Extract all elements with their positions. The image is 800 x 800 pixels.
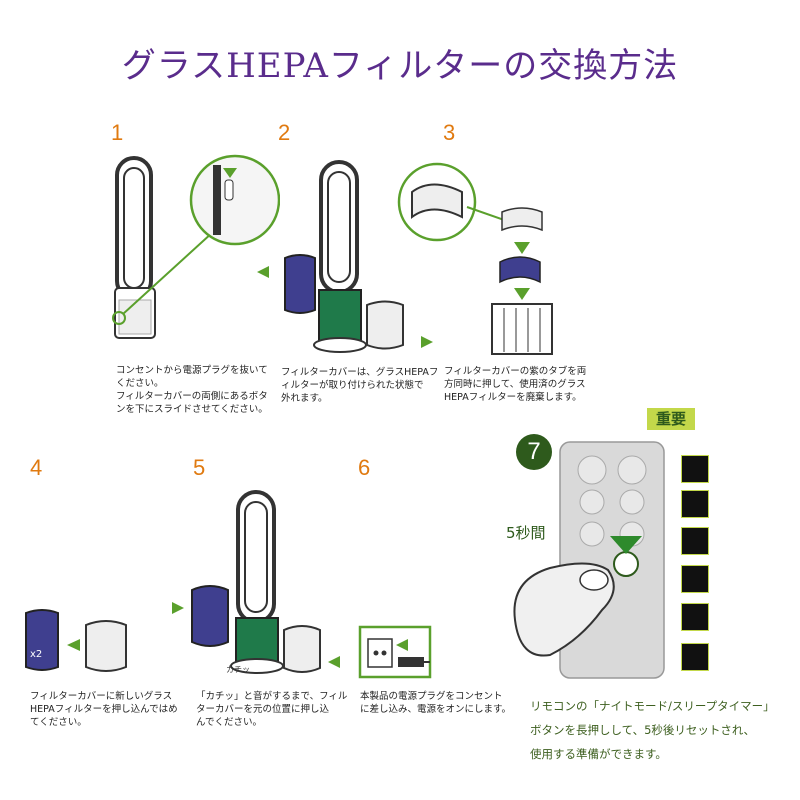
step-3-number: 3 bbox=[443, 120, 456, 145]
mode-thumbnail-6 bbox=[681, 643, 709, 671]
step-4-x2-label: x2 bbox=[30, 649, 42, 660]
step-6-caption: 本製品の電源プラグをコンセント に差し込み、電源をオンにします。 bbox=[360, 691, 512, 715]
mode-thumbnail-2 bbox=[681, 490, 709, 518]
step-1-number: 1 bbox=[111, 120, 124, 145]
page-title: グラスHEPAフィルターの交換方法 bbox=[121, 46, 679, 86]
step-3-illustration bbox=[397, 162, 553, 355]
reset-instructions: リモコンの「ナイトモード/スリープタイマー」 ボタンを長押しして、5秒後リセット… bbox=[530, 699, 775, 761]
mode-thumbnail-1 bbox=[681, 455, 709, 483]
step-5-caption: 「カチッ」と音がするまで、フィル ターカバーを元の位置に押し込 んでください。 bbox=[196, 691, 348, 728]
step-2-illustration bbox=[257, 160, 433, 353]
step-2-number: 2 bbox=[278, 120, 291, 145]
mode-thumbnail-5 bbox=[681, 603, 709, 631]
step-4-caption: フィルターカバーに新しいグラス HEPAフィルターを押し込んではめ てください。 bbox=[30, 691, 178, 728]
step-3-caption: フィルターカバーの紫のタブを両 方同時に押して、使用済のグラス HEPAフィルタ… bbox=[444, 366, 587, 403]
step-6-number: 6 bbox=[358, 455, 371, 480]
important-label: 重要 bbox=[647, 408, 695, 430]
five-seconds-label: 5秒間 bbox=[506, 524, 546, 542]
step-4-illustration: x2 bbox=[25, 609, 127, 672]
step-5-illustration: カチッ bbox=[172, 490, 340, 674]
step-1-caption: コンセントから電源プラグを抜いて ください。 フィルターカバーの両側にあるボタ … bbox=[116, 365, 268, 415]
step-7-badge: 7 bbox=[516, 434, 552, 470]
step-1-illustration bbox=[112, 154, 280, 339]
step-6-illustration bbox=[358, 625, 432, 679]
step-2-caption: フィルターカバーは、グラスHEPAフ ィルターが取り付けられた状態で 外れます。 bbox=[281, 367, 439, 404]
mode-thumbnail-4 bbox=[681, 565, 709, 593]
remote-control-illustration bbox=[513, 441, 665, 679]
step-5-number: 5 bbox=[193, 455, 206, 480]
mode-thumbnail-3 bbox=[681, 527, 709, 555]
step-4-number: 4 bbox=[30, 455, 43, 480]
step-5-click-label: カチッ bbox=[226, 665, 250, 674]
